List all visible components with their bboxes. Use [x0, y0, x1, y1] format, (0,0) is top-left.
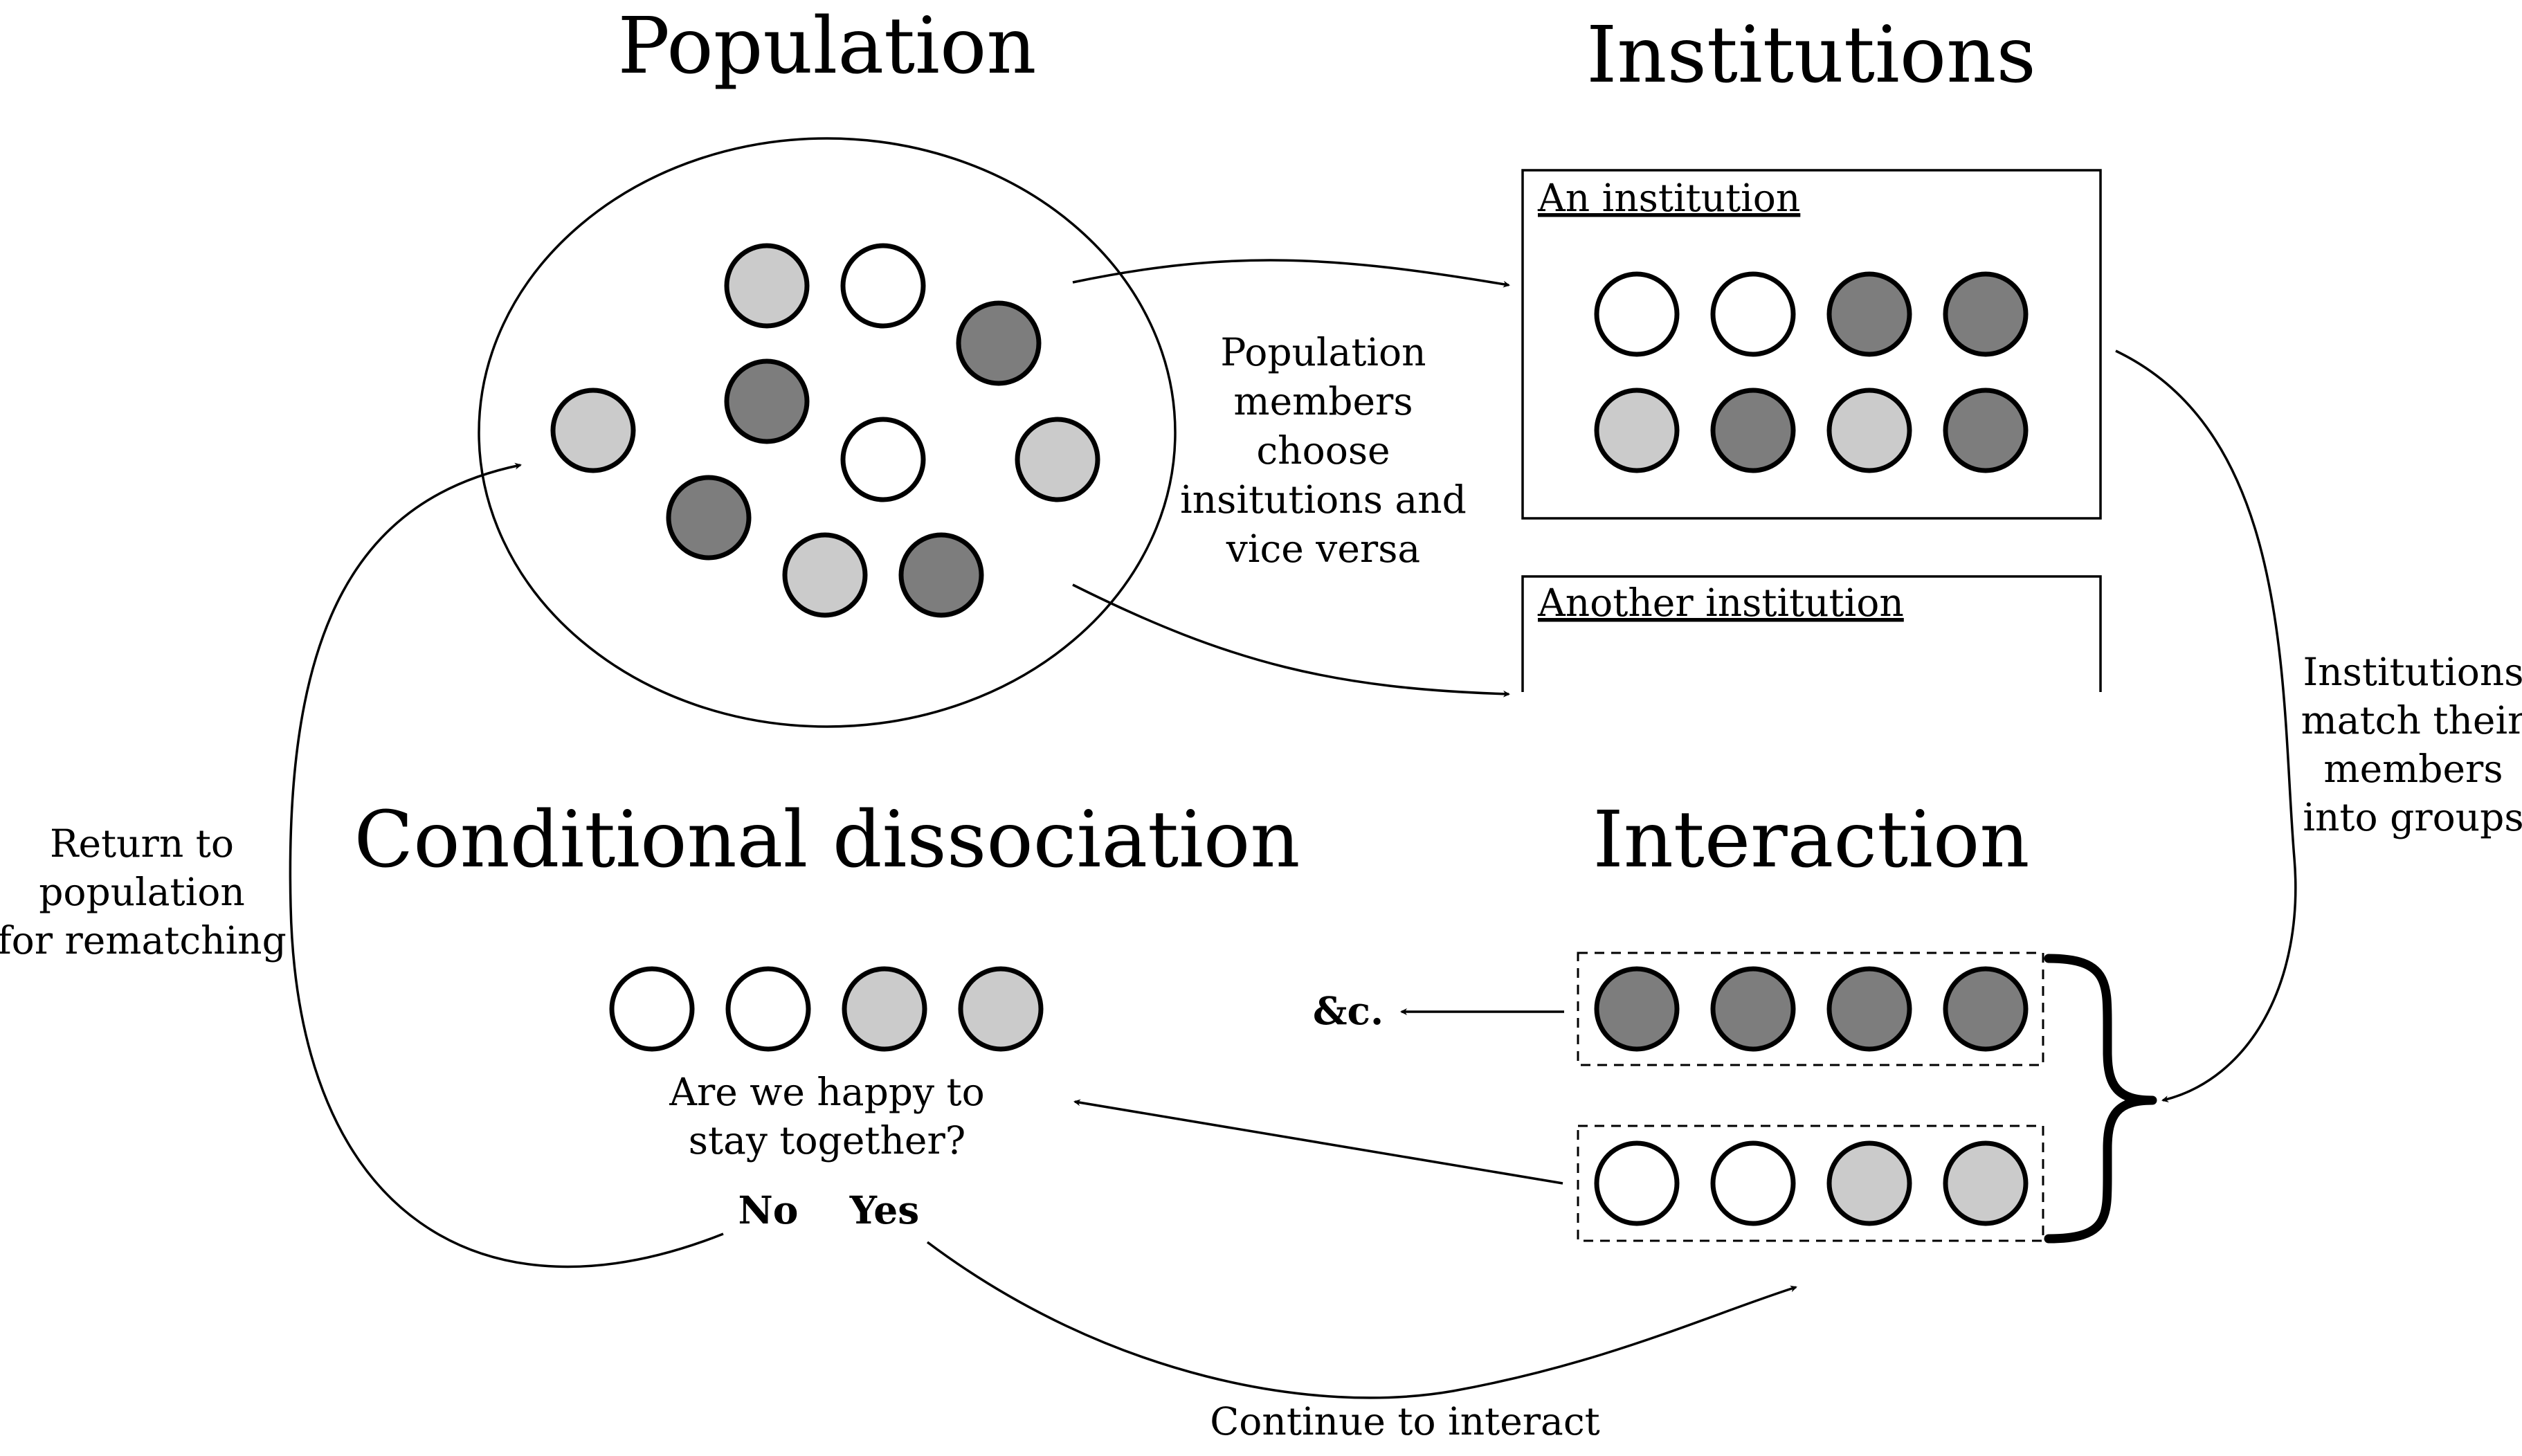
- arrow-population-to-another-institution: [1072, 583, 1510, 698]
- match-annotation-line-3: members: [2323, 747, 2503, 791]
- institution-member-row2-4: [1943, 388, 2029, 473]
- another-institution-box: [1521, 575, 2102, 692]
- match-annotation-line-2: match their: [2301, 698, 2522, 743]
- population-members: [550, 243, 1100, 618]
- interaction-group-2-members: [1594, 1140, 2029, 1226]
- yes-choice: Yes: [849, 1187, 919, 1232]
- interaction-group-2-member-4: [1943, 1140, 2029, 1226]
- question-annotation-line-1: Are we happy to: [669, 1070, 985, 1114]
- population-member-9: [782, 532, 868, 618]
- interaction-group-1-member-1: [1594, 966, 1680, 1052]
- dissociating-group-members: [609, 966, 1044, 1052]
- institution-member-row2-2: [1710, 388, 1796, 473]
- institution-label: An institution: [1537, 176, 1800, 220]
- groups-brace: [2044, 954, 2157, 1244]
- arrow-population-to-institution: [1072, 259, 1510, 288]
- interaction-group-2-member-1: [1594, 1140, 1680, 1226]
- interaction-group-1-box: [1577, 952, 2044, 1066]
- arrow-continue-to-interact: [926, 1241, 1797, 1399]
- institution-member-row1-3: [1826, 271, 1912, 357]
- match-annotation-line-1: Institutions: [2303, 650, 2522, 694]
- interaction-group-2-member-2: [1710, 1140, 1796, 1226]
- institution-box: [1521, 169, 2102, 520]
- title-conditional-dissociation: Conditional dissociation: [354, 795, 1300, 885]
- population-member-3: [956, 300, 1042, 386]
- interaction-group-1-member-2: [1710, 966, 1796, 1052]
- continue-label: Continue to interact: [1210, 1399, 1600, 1444]
- population-member-10: [898, 532, 984, 618]
- title-institutions: Institutions: [1586, 10, 2036, 100]
- population-member-7: [1015, 417, 1100, 502]
- choose-annotation-line-5: vice versa: [1226, 527, 1420, 571]
- dissociating-member-4: [958, 966, 1044, 1052]
- arrow-return-to-population: [289, 462, 724, 1268]
- arrow-institutions-to-interaction: [2115, 349, 2297, 1102]
- title-interaction: Interaction: [1593, 795, 2029, 885]
- return-annotation-line-1: Return to: [50, 821, 234, 866]
- institution-member-row2-3: [1826, 388, 1912, 473]
- choose-annotation-line-1: Population: [1220, 330, 1426, 374]
- population-member-5: [550, 388, 636, 473]
- institution-member-row1-2: [1710, 271, 1796, 357]
- etc-label: &c.: [1313, 988, 1384, 1033]
- question-annotation-line-2: stay together?: [689, 1118, 966, 1163]
- choose-annotation-line-3: choose: [1256, 428, 1390, 473]
- interaction-group-2-box: [1577, 1125, 2044, 1242]
- population-member-2: [840, 243, 926, 329]
- institution-member-row2-1: [1594, 388, 1680, 473]
- institution-member-row1-1: [1594, 271, 1680, 357]
- title-population: Population: [617, 1, 1036, 91]
- interaction-group-1-member-4: [1943, 966, 2029, 1052]
- dissociating-member-1: [609, 966, 695, 1052]
- population-ellipse: [478, 137, 1177, 728]
- match-annotation-line-4: into groups: [2303, 795, 2522, 839]
- return-annotation-line-2: population: [39, 870, 245, 914]
- population-member-8: [666, 475, 752, 561]
- dissociating-member-2: [725, 966, 811, 1052]
- interaction-group-1-member-3: [1826, 966, 1912, 1052]
- dissociating-member-3: [842, 966, 927, 1052]
- institution-members: [1594, 271, 2029, 473]
- population-member-4: [724, 358, 810, 444]
- no-choice: No: [738, 1187, 799, 1232]
- choose-annotation-line-4: insitutions and: [1180, 477, 1467, 522]
- return-annotation-line-3: for rematching: [0, 918, 287, 963]
- another-institution-label: Another institution: [1537, 581, 1904, 625]
- choose-annotation-line-2: members: [1233, 379, 1413, 424]
- interaction-group-2-member-3: [1826, 1140, 1912, 1226]
- arrow-interaction-to-dissociation: [1073, 1099, 1563, 1185]
- population-member-6: [840, 417, 926, 502]
- population-member-1: [724, 243, 810, 329]
- institution-member-row1-4: [1943, 271, 2029, 357]
- interaction-group-1-members: [1594, 966, 2029, 1052]
